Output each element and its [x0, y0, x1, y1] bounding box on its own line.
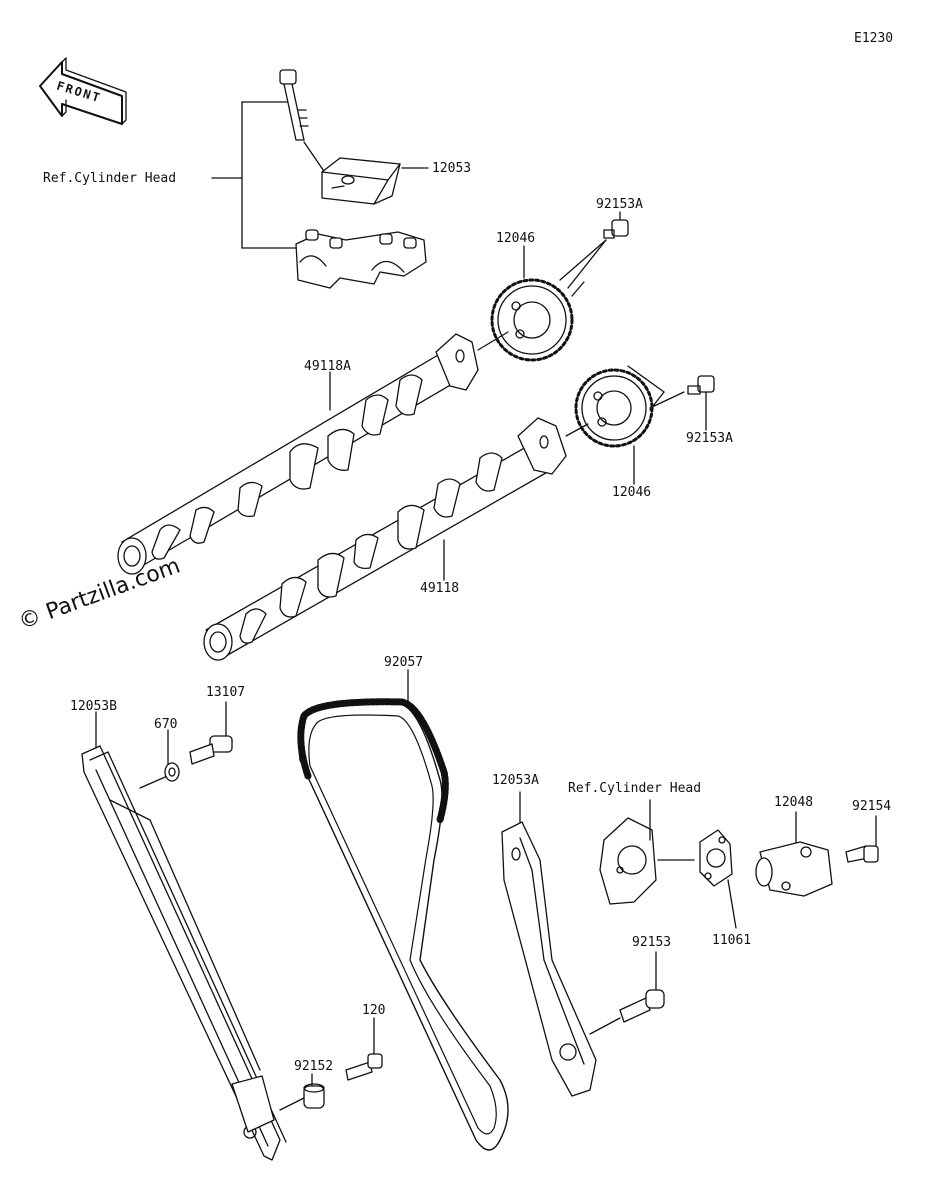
camshaft-49118	[203, 417, 589, 661]
bolt-92153A-top	[603, 219, 629, 239]
label-ref-cylinder-head-1: Ref.Cylinder Head	[43, 171, 177, 186]
sprocket-top	[490, 239, 607, 362]
label-92152: 92152	[294, 1059, 334, 1074]
tensioner-12048	[755, 811, 833, 897]
label-92057: 92057	[384, 655, 424, 670]
label-ref-cylinder-head-2: Ref.Cylinder Head	[568, 781, 702, 796]
chain-guide-12053A	[501, 791, 597, 1097]
front-arrow-icon	[39, 57, 127, 125]
label-49118: 49118	[420, 581, 460, 596]
washer-670	[164, 762, 180, 782]
ref-bracket-top	[211, 101, 303, 249]
label-12046-bottom: 12046	[612, 485, 652, 500]
sprocket-bottom	[574, 365, 685, 448]
bolt-top	[279, 69, 331, 181]
part-12053	[321, 157, 429, 205]
diagram-code: E1230	[854, 31, 894, 46]
label-12048: 12048	[774, 795, 814, 810]
label-12053B: 12053B	[70, 699, 117, 714]
label-12053A: 12053A	[492, 773, 539, 788]
ref-cylinder-head-mount	[599, 799, 695, 905]
cam-holder	[295, 229, 427, 289]
chain-guide-12053B	[81, 745, 287, 1161]
bolt-92154	[845, 815, 879, 863]
label-12053: 12053	[432, 161, 472, 176]
bolt-92153A-right	[687, 375, 715, 395]
label-92154: 92154	[852, 799, 892, 814]
label-92153: 92153	[632, 935, 672, 950]
collar-92152	[279, 1073, 325, 1111]
label-120: 120	[362, 1003, 386, 1018]
bolt-92153	[589, 989, 665, 1035]
label-12046-top: 12046	[496, 231, 536, 246]
bolt-120	[345, 1017, 383, 1081]
camshaft-49118A	[117, 331, 509, 575]
label-92153A-right: 92153A	[686, 431, 733, 446]
label-49118A: 49118A	[304, 359, 351, 374]
leader-lines	[95, 211, 707, 991]
label-11061: 11061	[712, 933, 752, 948]
label-13107: 13107	[206, 685, 246, 700]
gasket-11061	[699, 829, 737, 929]
bolt-13107	[189, 735, 233, 765]
timing-chain-92057	[297, 698, 509, 1151]
label-670: 670	[154, 717, 178, 732]
label-92153A-top: 92153A	[596, 197, 643, 212]
